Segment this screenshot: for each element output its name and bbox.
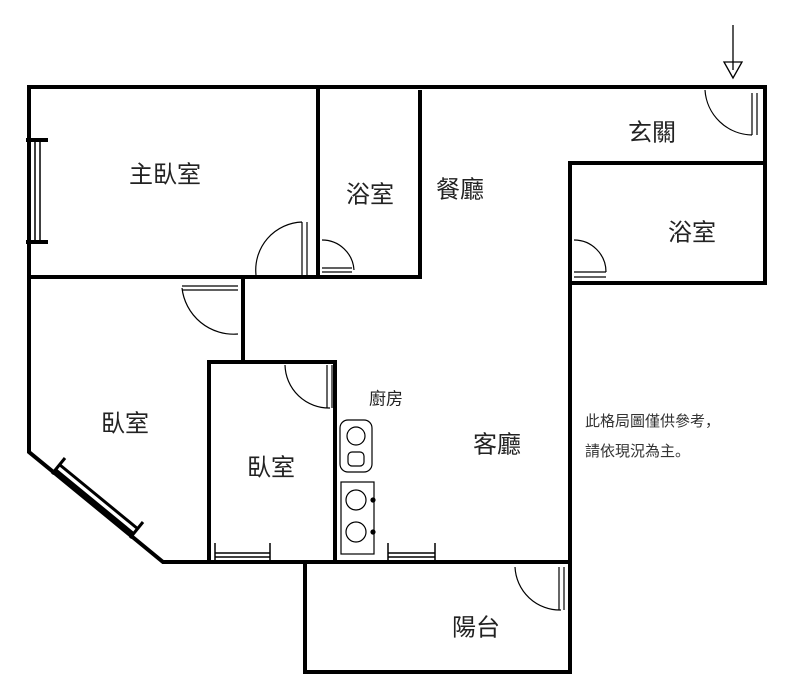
room-label-master-bedroom: 主臥室 [129, 160, 201, 189]
room-label-bathroom-1: 浴室 [346, 180, 394, 209]
window-master-caps [26, 138, 48, 244]
window-bedroom [214, 543, 271, 562]
windows [26, 138, 436, 562]
window-master [34, 139, 41, 243]
room-label-balcony: 陽台 [452, 613, 500, 642]
disclaimer-line-2: 請依現況為主。 [585, 442, 691, 460]
door-bath-2 [573, 239, 607, 278]
disclaimer-line-1: 此格局圖僅供參考， [585, 412, 721, 430]
kitchen-fixtures [339, 419, 376, 555]
sink-icon [339, 419, 373, 473]
door-bedroom-1 [181, 285, 239, 335]
entry-arrow-icon [722, 25, 744, 80]
door-balcony [514, 566, 565, 611]
room-label-entrance: 玄關 [628, 118, 676, 147]
stove-icon [340, 481, 375, 555]
doors [181, 89, 758, 611]
door-bedroom-2 [284, 364, 333, 409]
room-label-bedroom-2: 臥室 [247, 453, 295, 482]
room-label-living-room: 客廳 [473, 430, 521, 459]
entrance-wall [568, 161, 767, 285]
room-label-bathroom-2: 浴室 [668, 218, 716, 247]
room-label-bedroom-1: 臥室 [101, 409, 149, 438]
master-bedroom-wall [27, 90, 422, 279]
outer-wall [27, 85, 767, 674]
room-label-kitchen: 廚房 [369, 389, 403, 410]
door-entrance [704, 89, 758, 136]
walls [27, 85, 767, 674]
small-bedroom-wall [207, 360, 337, 564]
window-diagonal [50, 457, 145, 539]
room-label-dining-room: 餐廳 [436, 175, 484, 204]
door-master [255, 221, 308, 276]
door-bath-1 [321, 239, 355, 273]
window-living [387, 543, 436, 562]
